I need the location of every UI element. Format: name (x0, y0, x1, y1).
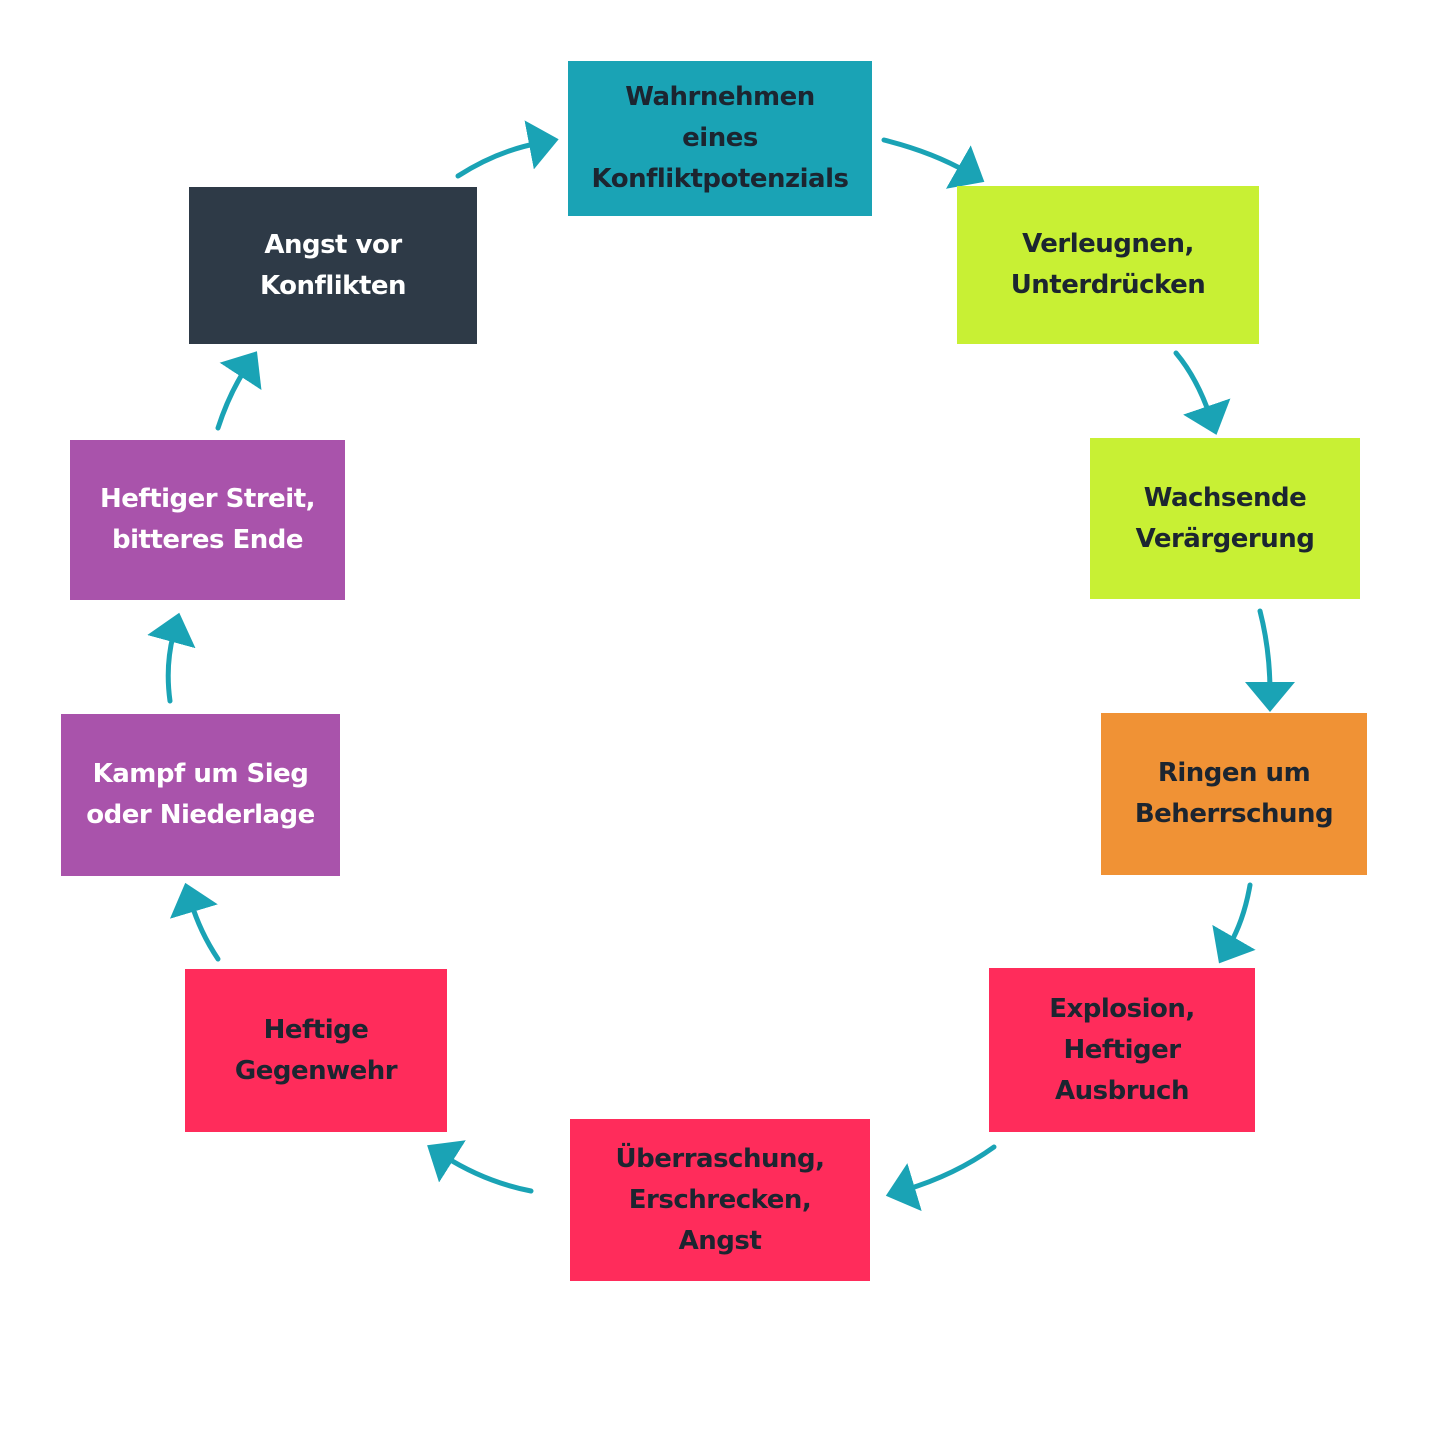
node-explosion: Explosion, Heftiger Ausbruch (989, 968, 1255, 1132)
node-label: Wachsende Verärgerung (1135, 482, 1315, 554)
node-ringen-um-beherrschung: Ringen um Beherrschung (1101, 713, 1367, 875)
node-label: Heftige Gegenwehr (234, 1014, 398, 1086)
arrow-4-to-5 (1212, 882, 1256, 964)
node-label: Ringen um Beherrschung (1134, 758, 1334, 829)
node-label: Explosion, Heftiger Ausbruch (1049, 993, 1195, 1106)
arrow-10-to-1 (455, 120, 559, 179)
arrow-5-to-6 (885, 1144, 997, 1212)
arrow-9-to-10 (215, 351, 262, 431)
node-heftige-gegenwehr: Heftige Gegenwehr (185, 969, 447, 1132)
arrow-7-to-8 (169, 882, 221, 962)
node-angst-vor-konflikten: Angst vor Konflikten (189, 187, 477, 344)
node-wachsende-veraergerung: Wachsende Verärgerung (1090, 438, 1360, 599)
node-label: Heftiger Streit, bitteres Ende (100, 484, 316, 555)
node-wahrnehmen-konfliktpotenzial: Wahrnehmen eines Konfliktpotenzials (568, 61, 872, 216)
node-label: Verleugnen, Unterdrücken (1010, 229, 1206, 300)
node-verleugnen-unterdruecken: Verleugnen, Unterdrücken (957, 186, 1259, 344)
node-ueberraschung: Überraschung, Erschrecken, Angst (570, 1119, 870, 1281)
arrow-6-to-7 (427, 1140, 534, 1194)
arrow-3-to-4 (1244, 608, 1295, 712)
arrow-1-to-2 (881, 137, 985, 189)
node-label: Angst vor Konflikten (259, 229, 407, 301)
node-label: Kampf um Sieg oder Niederlage (86, 759, 315, 830)
node-label: Wahrnehmen eines Konfliktpotenzials (591, 82, 849, 194)
arrow-8-to-9 (147, 612, 196, 704)
node-label: Überraschung, Erschrecken, Angst (615, 1143, 825, 1256)
arrow-2-to-3 (1173, 350, 1231, 435)
node-heftiger-streit: Heftiger Streit, bitteres Ende (70, 440, 345, 600)
node-kampf-um-sieg: Kampf um Sieg oder Niederlage (61, 714, 340, 876)
